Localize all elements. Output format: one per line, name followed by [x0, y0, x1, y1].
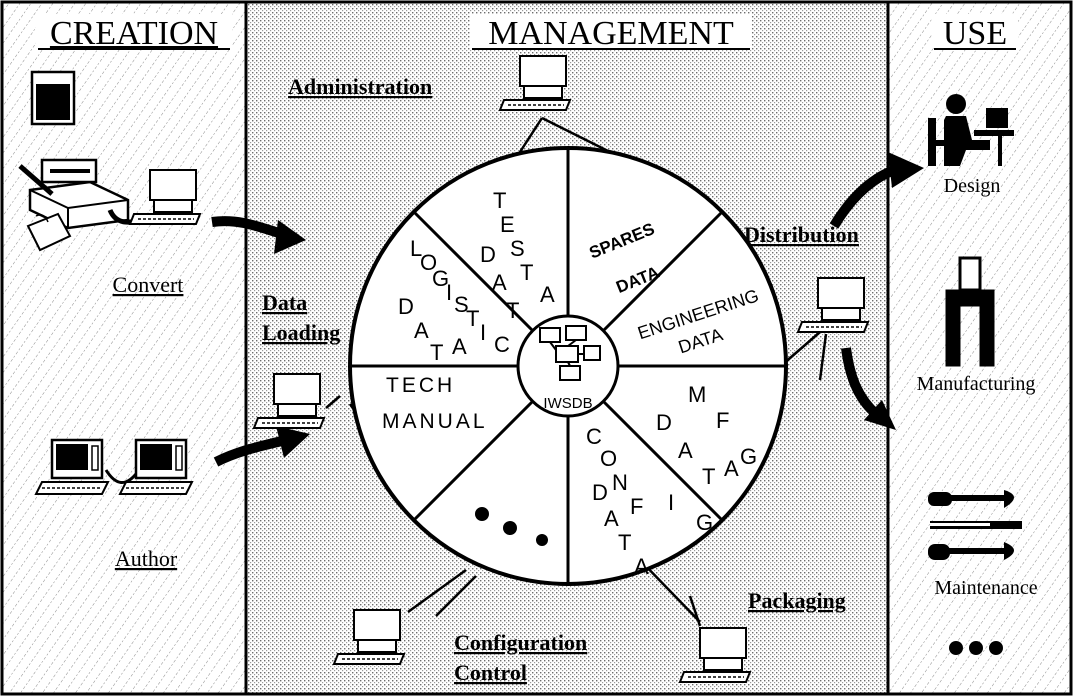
more-uses-dots — [949, 641, 1003, 655]
document-icon — [30, 70, 76, 126]
author-label: Author — [115, 546, 178, 571]
distribution-label: Distribution — [744, 222, 859, 247]
iwsdb-hub-icon — [539, 325, 601, 381]
arrow-icon — [211, 216, 306, 254]
arrow-icon — [829, 152, 924, 229]
data-loading-label-line2: Loading — [262, 320, 340, 345]
manufacturing-label: Manufacturing — [917, 373, 1036, 395]
configuration-control-label-line1: Configuration — [454, 630, 587, 655]
tech-manual-label: TECH MANUAL — [382, 374, 488, 433]
design-label: Design — [944, 175, 1001, 197]
use-title: USE — [943, 15, 1007, 52]
hub-label: IWSDB — [543, 395, 592, 412]
svg-text:TECH: TECH — [386, 374, 455, 397]
data-loading-label-line1: Data — [262, 290, 307, 315]
administration-label: Administration — [288, 74, 432, 99]
arrow-icon — [841, 347, 896, 430]
creation-title: CREATION — [50, 15, 218, 52]
more-segments-dots — [475, 507, 548, 546]
paper-icon — [26, 212, 72, 252]
convert-label: Convert — [113, 272, 184, 297]
configuration-control-label-line2: Control — [454, 660, 527, 685]
designer-icon — [928, 94, 1014, 166]
management-title: MANAGEMENT — [488, 15, 734, 52]
arrow-icon — [213, 426, 310, 467]
manufacturing-tool-icon — [945, 256, 995, 367]
maintenance-label: Maintenance — [934, 577, 1037, 599]
connector-lines — [325, 116, 828, 627]
svg-text:MANUAL: MANUAL — [382, 410, 488, 433]
packaging-label: Packaging — [748, 588, 846, 613]
wrench-icon — [928, 490, 1022, 560]
